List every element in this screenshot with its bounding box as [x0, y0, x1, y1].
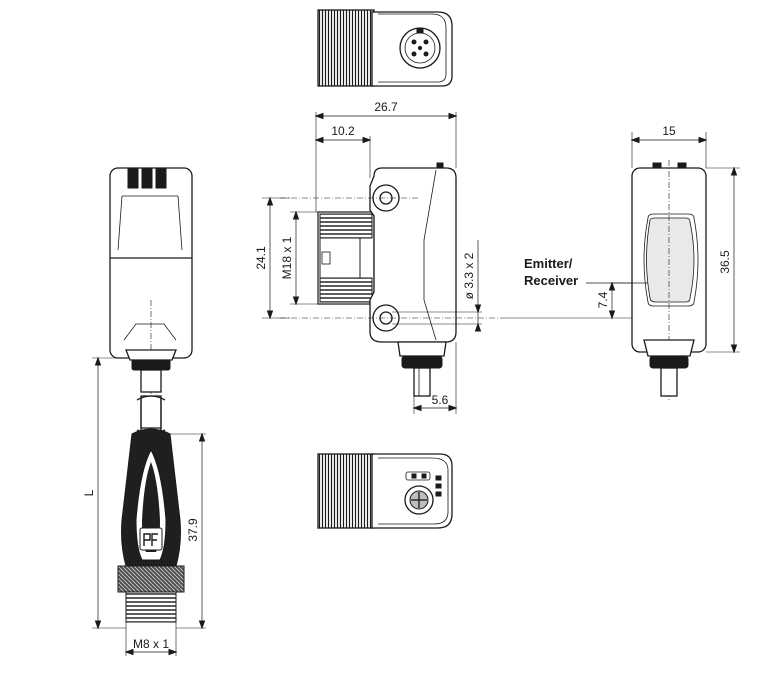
- dim-connector-length: 37.9: [186, 518, 200, 542]
- dim-mount-spacing: 24.1: [254, 246, 268, 270]
- bottom-view: [317, 453, 453, 529]
- side-view: [280, 112, 500, 397]
- dim-emitter-offset: 7.4: [596, 291, 610, 308]
- dim-hole: ø 3.3 x 2: [462, 252, 476, 299]
- dim-height: 36.5: [718, 250, 732, 274]
- dim-cable-offset: 5.6: [432, 393, 449, 407]
- pf-logo-icon: [139, 527, 163, 551]
- top-view: [317, 9, 453, 87]
- dim-connector-thread: M8 x 1: [133, 637, 169, 651]
- dimension-labels: 26.7 10.2 15 36.5 24.1 M18 x 1 ø 3.3 x 2…: [82, 100, 732, 651]
- cable-view: [109, 167, 193, 623]
- dim-cable-length: L: [82, 489, 96, 496]
- dim-flange-offset: 10.2: [331, 124, 355, 138]
- emitter-label-line2: Receiver: [524, 273, 578, 288]
- dim-thread: M18 x 1: [280, 236, 294, 279]
- dim-width: 15: [662, 124, 676, 138]
- front-view: [631, 132, 740, 400]
- dimension-lines: [92, 112, 738, 656]
- dim-overall-length: 26.7: [374, 100, 398, 114]
- emitter-label-line1: Emitter/: [524, 256, 573, 271]
